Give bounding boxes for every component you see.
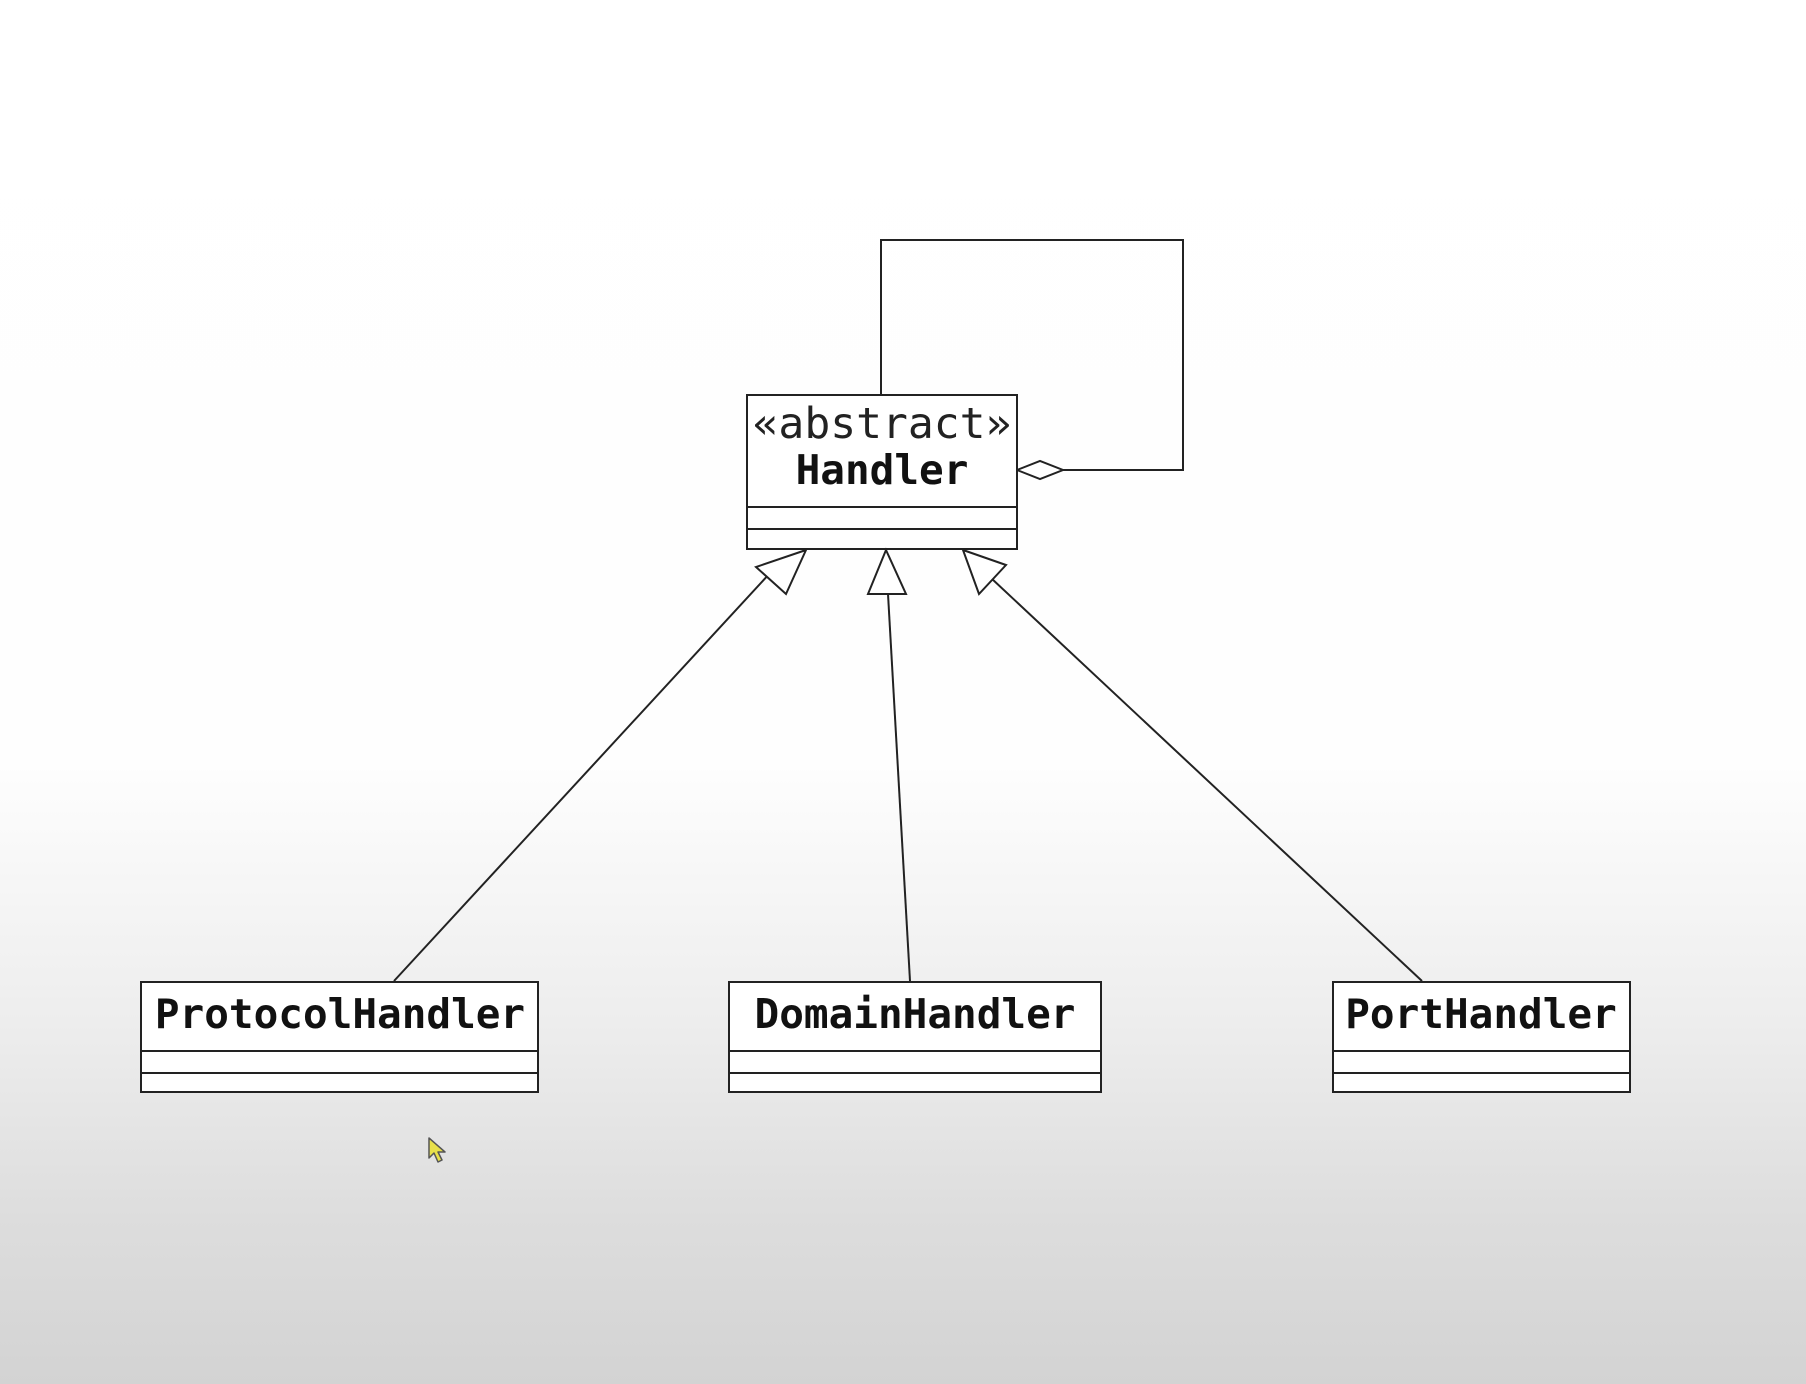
class-domain-handler[interactable]: DomainHandler [728,981,1102,1093]
class-handler[interactable]: «abstract» Handler [746,394,1018,550]
generalization-arrowhead-icon [754,548,808,596]
generalization-arrowhead-icon [866,547,908,595]
class-handler-box [746,394,1018,550]
aggregation-line [880,239,1184,471]
class-handler-stereotype: «abstract» [753,399,1012,449]
class-port-handler-name: PortHandler [1345,990,1617,1038]
mouse-pointer-icon [428,1137,446,1163]
self-aggregation-relation [880,239,1184,481]
aggregation-diamond-icon [1014,459,1066,481]
generalization-arrowhead-icon [961,548,1008,596]
generalization-protocol-handler [393,548,808,982]
class-handler-name: Handler [796,446,969,494]
generalization-domain-handler [866,547,911,982]
class-protocol-handler[interactable]: ProtocolHandler [140,981,539,1093]
class-domain-handler-name: DomainHandler [755,990,1076,1038]
generalization-port-handler [961,548,1423,982]
generalization-line [990,577,1423,982]
class-protocol-handler-name: ProtocolHandler [155,990,525,1038]
class-port-handler[interactable]: PortHandler [1332,981,1631,1093]
generalization-line [887,593,911,982]
generalization-line [393,571,772,982]
